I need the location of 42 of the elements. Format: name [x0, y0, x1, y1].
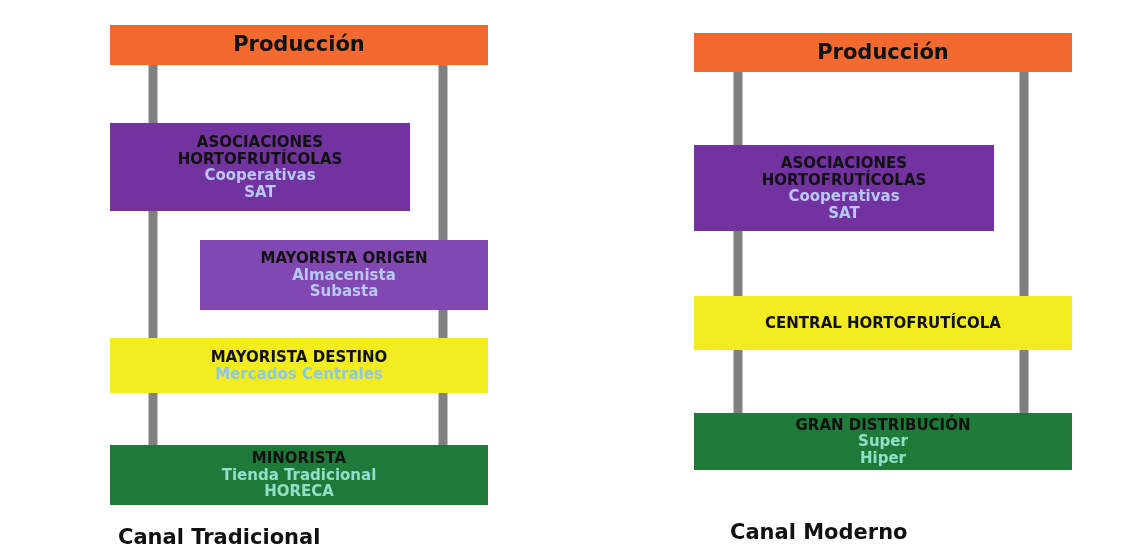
subtitle-text: Super: [858, 433, 908, 450]
heading-text: ASOCIACIONES HORTOFRUTÍCOLAS: [176, 134, 344, 167]
actor-box: [110, 445, 488, 505]
heading-text: Producción: [233, 33, 365, 57]
subtitle-text: Cooperativas: [204, 167, 316, 184]
subtitle-text: Tienda Tradicional: [221, 466, 377, 484]
actor-box: [694, 145, 994, 231]
actor-box: [694, 296, 1072, 350]
heading-text: CENTRAL HORTOFRUTÍCOLA: [765, 314, 1001, 332]
actor-box: [200, 240, 488, 310]
subtitle-text: Cooperativas: [788, 188, 900, 205]
connector-line: [733, 231, 743, 296]
heading-text: MAYORISTA ORIGEN: [260, 250, 428, 267]
channel-caption: Canal Tradicional: [118, 525, 321, 549]
subtitle-text: HORECA: [264, 483, 334, 500]
connector-line: [733, 72, 743, 145]
heading-text: ASOCIACIONES HORTOFRUTÍCOLAS: [760, 155, 928, 188]
subtitle-text: Hiper: [860, 449, 906, 467]
subtitle-text: SAT: [244, 183, 276, 200]
heading-text: MAYORISTA DESTINO: [210, 349, 388, 366]
subtitle-text: Subasta: [309, 283, 379, 300]
connector-line: [1019, 72, 1029, 296]
subtitle-text: Mercados Centrales: [215, 365, 383, 382]
actor-box: [694, 413, 1072, 470]
subtitle-text: SAT: [828, 204, 860, 221]
connector-line: [148, 393, 158, 445]
connector-line: [438, 310, 448, 338]
connector-line: [148, 65, 158, 123]
actor-box: [110, 338, 488, 393]
connector-line: [733, 350, 743, 413]
connector-line: [1019, 350, 1029, 413]
heading-text: MINORISTA: [251, 450, 347, 467]
connector-line: [148, 211, 158, 338]
connector-line: [438, 65, 448, 240]
connector-line: [438, 393, 448, 445]
production-box: [110, 25, 488, 65]
actor-box: [110, 123, 410, 211]
production-box: [694, 33, 1072, 72]
heading-text: GRAN DISTRIBUCIÓN: [795, 416, 971, 434]
subtitle-text: Almacenista: [292, 266, 396, 284]
heading-text: Producción: [817, 40, 949, 65]
channel-caption: Canal Moderno: [730, 520, 908, 544]
